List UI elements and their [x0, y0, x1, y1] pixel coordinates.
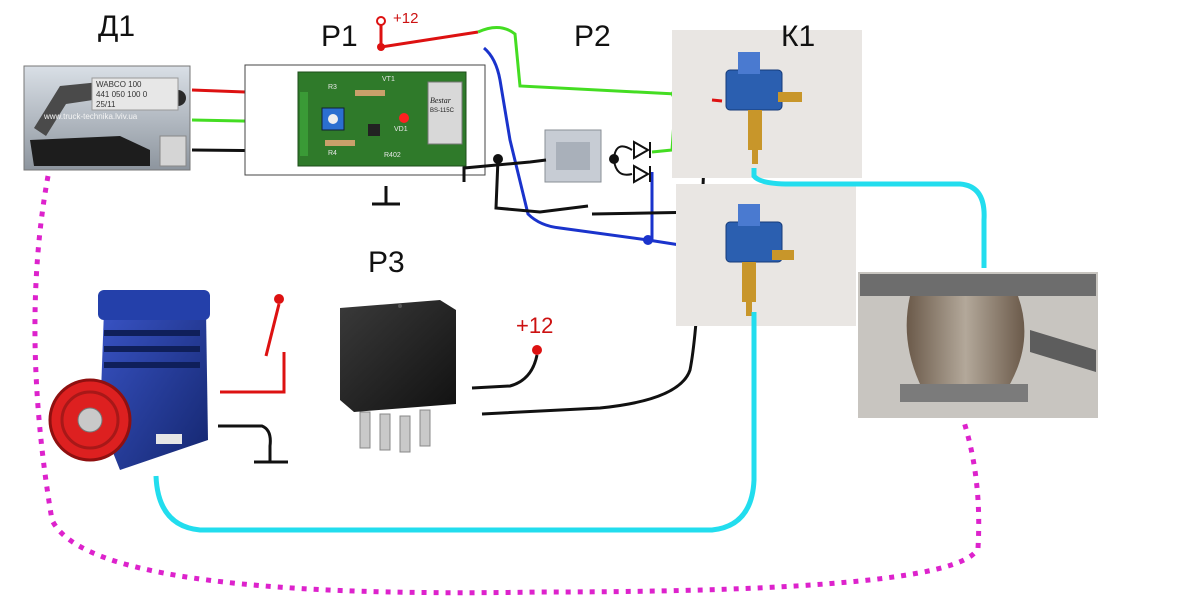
relay-board-ref-r402: R402 [384, 152, 401, 159]
relay-board-ref-r4: R4 [328, 150, 337, 157]
relay-board-ground-symbol [372, 186, 400, 206]
compressor-pulley-hub [77, 407, 103, 433]
compressor-fin [104, 330, 200, 336]
bellows-frame-beam [1030, 330, 1096, 372]
relay-board-terminal [300, 92, 308, 156]
relay-p3-photo [340, 300, 456, 453]
supply-switch-top [376, 16, 479, 51]
relay-board-transistor [368, 124, 380, 136]
sensor-connector [159, 135, 187, 167]
supply-terminal-mid [532, 345, 542, 355]
valve-upper-coil [725, 69, 783, 111]
relay-board-brand: Bestar [430, 96, 451, 105]
compressor-fin [104, 346, 200, 352]
relay-board-p1 [244, 64, 486, 176]
relay-board-led [399, 113, 409, 123]
bellows-top-plate [860, 274, 1096, 296]
relay-p3-pin [359, 411, 371, 449]
label-sensor: Д1 [98, 10, 136, 43]
air-line-compressor-to-valve [153, 312, 757, 533]
sensor-plate-line3: 25/11 [96, 100, 116, 109]
wire-green-to-valve [477, 26, 711, 106]
relay-p3-pin [379, 413, 391, 451]
compressor-ground-lead [218, 424, 272, 462]
diode-lower [633, 164, 651, 184]
compressor-switch-blade [264, 303, 281, 357]
relay-board-trimmer-screw [328, 114, 338, 124]
compressor-switch [220, 294, 286, 394]
supply-terminal-top [376, 16, 386, 26]
mechanical-link-sensor-bellows [32, 175, 982, 596]
air-line-valve-to-bellows [751, 168, 987, 268]
sensor-plate-line1: WABCO 100 [96, 80, 142, 89]
compressor-photo [48, 290, 210, 470]
solenoid-valve-lower [725, 204, 794, 316]
supply-mid [471, 345, 542, 390]
bellows-body [906, 296, 1025, 384]
sensor-body [30, 136, 150, 166]
compressor-switch-terminal [274, 294, 284, 304]
label-relay3: Р3 [368, 246, 405, 279]
relay-board-ref-vt1: VT1 [382, 76, 395, 83]
valve-upper-port [778, 92, 802, 102]
height-sensor-photo [23, 65, 191, 171]
diode-common-node [609, 154, 619, 164]
valve-upper-brass [748, 110, 762, 150]
sensor-plate-line2: 441 050 100 0 [96, 90, 148, 99]
valve-lower-connector [738, 204, 760, 226]
relay-board-resistor [355, 90, 385, 96]
relay-board-relay [427, 81, 463, 145]
node-blue [643, 235, 653, 245]
label-relay2: Р2 [574, 20, 611, 53]
bellows-bottom-plate [900, 384, 1028, 402]
compressor-switch-lead [220, 352, 286, 394]
relay-board-ref-r3: R3 [328, 84, 337, 91]
valve-panel [672, 30, 862, 326]
relay-board-ref-vd1: VD1 [394, 126, 408, 133]
label-relay1: Р1 [321, 20, 358, 53]
valve-upper-connector [738, 52, 760, 74]
relay-p3-body [340, 300, 456, 412]
relay-p3-marker [398, 304, 402, 308]
compressor-pulley-groove [60, 390, 120, 450]
supply-label-top: +12 [393, 10, 419, 27]
valve-lower-port [772, 250, 794, 260]
relay-p3-pin [399, 415, 411, 453]
diode-pair [609, 140, 651, 184]
compressor-label-plate [156, 434, 182, 444]
relay-p2-photo [544, 129, 602, 183]
wire-red-valve-tap [711, 98, 723, 103]
compressor-ground [218, 424, 288, 464]
air-bellows-photo [858, 272, 1098, 418]
wire-blue-to-valve [482, 46, 713, 252]
label-valve: К1 [781, 20, 816, 53]
sensor-nameplate [91, 77, 179, 111]
switch-blade-top [380, 30, 479, 49]
compressor-fin [104, 362, 200, 368]
valve-lower-outlet [746, 302, 752, 316]
wire-black-p2-switch [494, 158, 589, 214]
compressor-head [98, 290, 210, 320]
valve-upper-outlet [752, 150, 758, 164]
relay-p2-coil [556, 142, 590, 170]
wire-black-supply-mid [471, 354, 539, 390]
relay-p3-pin [419, 409, 431, 447]
diode-upper [633, 140, 651, 160]
sensor-watermark-url: www.truck-technika.lviv.ua [44, 112, 138, 121]
valve-lower-brass [742, 262, 756, 302]
relay-board-model: BS-115C [430, 108, 454, 114]
solenoid-valve-upper [725, 52, 802, 164]
relay-board-resistor [325, 140, 355, 146]
supply-label-mid: +12 [516, 313, 554, 338]
